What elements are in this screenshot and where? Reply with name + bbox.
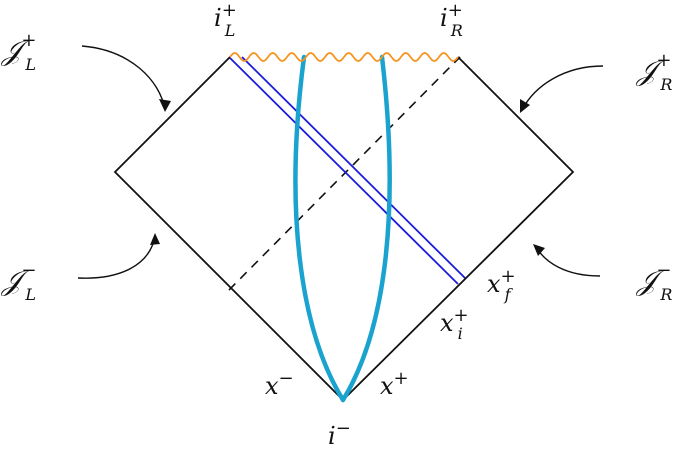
label-scri-plus-right: 𝒥+R [635, 50, 672, 94]
worldline-left [293, 54, 346, 403]
label-x-plus-f: x+f [487, 266, 516, 304]
label-x-plus: x+ [380, 368, 409, 400]
arrowhead-scri-minus-right [533, 244, 545, 256]
penrose-outline [113, 56, 575, 402]
null-shell-line-2 [241, 56, 466, 279]
arrowhead-scri-plus-right [520, 99, 530, 113]
arrowhead-scri-minus-left [150, 233, 160, 245]
arrow-scri-plus-right [521, 65, 604, 111]
label-i-plus-left: i+L [214, 0, 237, 40]
label-x-minus: x− [265, 368, 294, 400]
arrowheads [150, 99, 545, 256]
singularity-wavy-line [229, 52, 459, 62]
arrow-scri-minus-right [535, 246, 601, 277]
arrow-scri-minus-left [77, 235, 156, 279]
label-scri-plus-left: 𝒥+L [0, 30, 36, 74]
null-shell-line-1 [229, 57, 459, 285]
event-horizon-dashed [228, 56, 461, 291]
label-scri-minus-left: 𝒥−L [0, 260, 36, 304]
worldline-right [340, 54, 392, 403]
arrowhead-scri-plus-left [159, 99, 171, 112]
label-x-plus-i: x+i [440, 305, 469, 343]
arrow-scri-plus-left [81, 45, 166, 111]
label-scri-minus-right: 𝒥−R [635, 260, 672, 304]
label-i-plus-right: i+R [440, 0, 463, 40]
label-i-minus: i− [328, 418, 351, 450]
